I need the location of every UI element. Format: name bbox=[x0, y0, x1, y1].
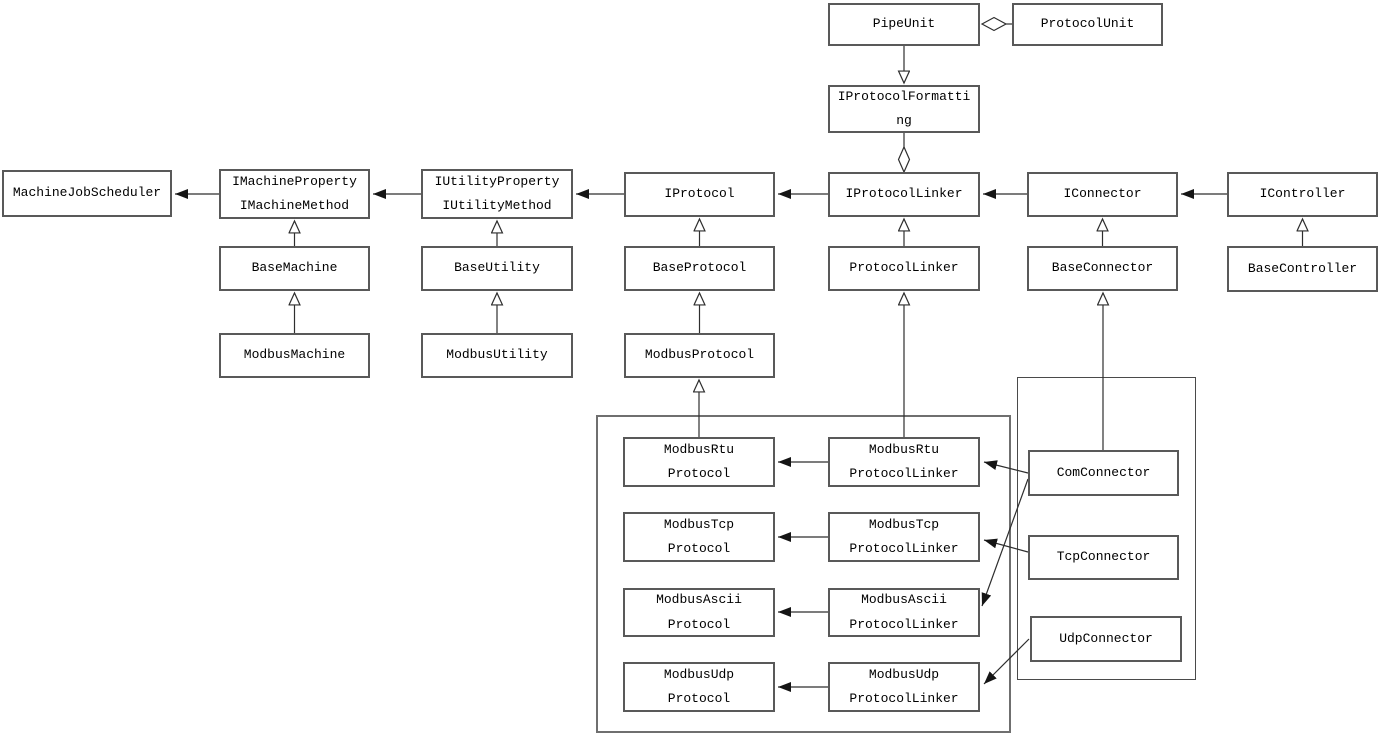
class-box-iconnector: IConnector bbox=[1027, 172, 1178, 217]
class-box-modbus-rtu-protocol-linker: ModbusRtu ProtocolLinker bbox=[828, 437, 980, 487]
modbus-protocols-group-box bbox=[596, 415, 1011, 733]
class-box-modbus-machine: ModbusMachine bbox=[219, 333, 370, 378]
class-box-modbus-ascii-protocol-linker: ModbusAscii ProtocolLinker bbox=[828, 588, 980, 637]
class-box-modbus-udp-protocol-linker: ModbusUdp ProtocolLinker bbox=[828, 662, 980, 712]
class-box-base-controller: BaseController bbox=[1227, 246, 1378, 292]
edge-iprotocollinker-aggregates-iprotocolformatting bbox=[897, 133, 911, 174]
class-box-modbus-utility: ModbusUtility bbox=[421, 333, 573, 378]
class-box-protocol-linker: ProtocolLinker bbox=[828, 246, 980, 291]
class-box-pipe-unit: PipeUnit bbox=[828, 3, 980, 46]
edge-comconnector-to-rtulinker bbox=[983, 460, 1029, 474]
class-box-modbus-rtu-protocol: ModbusRtu Protocol bbox=[623, 437, 775, 487]
class-box-protocol-unit: ProtocolUnit bbox=[1012, 3, 1163, 46]
class-box-iprotocol: IProtocol bbox=[624, 172, 775, 217]
class-box-tcp-connector: TcpConnector bbox=[1028, 535, 1179, 580]
edge-pipeunit-aggregates-protocolunit bbox=[980, 16, 1012, 32]
class-box-modbus-udp-protocol: ModbusUdp Protocol bbox=[623, 662, 775, 712]
class-box-icontroller: IController bbox=[1227, 172, 1378, 217]
class-box-base-protocol: BaseProtocol bbox=[624, 246, 775, 291]
class-box-imachine-property-method: IMachineProperty IMachineMethod bbox=[219, 169, 370, 219]
connectors-group-box bbox=[1017, 377, 1196, 680]
class-box-modbus-tcp-protocol: ModbusTcp Protocol bbox=[623, 512, 775, 562]
class-box-udp-connector: UdpConnector bbox=[1030, 616, 1182, 662]
class-box-machine-job-scheduler: MachineJobScheduler bbox=[2, 170, 172, 217]
class-box-modbus-tcp-protocol-linker: ModbusTcp ProtocolLinker bbox=[828, 512, 980, 562]
class-box-modbus-protocol: ModbusProtocol bbox=[624, 333, 775, 378]
class-box-base-connector: BaseConnector bbox=[1027, 246, 1178, 291]
edge-udpconnector-to-udplinker bbox=[983, 638, 1030, 685]
class-box-com-connector: ComConnector bbox=[1028, 450, 1179, 496]
edge-comconnector-to-asciilinker bbox=[981, 478, 1029, 607]
edge-tcpconnector-to-tcplinker bbox=[983, 538, 1029, 553]
class-box-base-machine: BaseMachine bbox=[219, 246, 370, 291]
class-box-modbus-ascii-protocol: ModbusAscii Protocol bbox=[623, 588, 775, 637]
class-box-base-utility: BaseUtility bbox=[421, 246, 573, 291]
class-box-iprotocol-formatting: IProtocolFormatti ng bbox=[828, 85, 980, 133]
class-box-iprotocol-linker: IProtocolLinker bbox=[828, 172, 980, 217]
class-box-iutility-property-method: IUtilityProperty IUtilityMethod bbox=[421, 169, 573, 219]
